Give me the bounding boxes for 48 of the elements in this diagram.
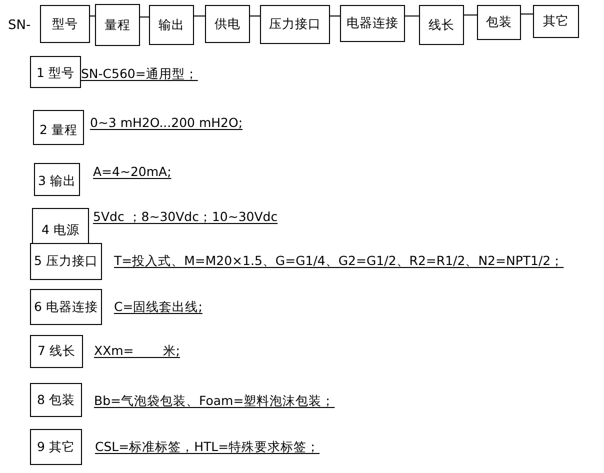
label-box <box>419 5 464 45</box>
option-text: XXm=__ __米; <box>94 342 180 360</box>
label-box <box>477 5 521 40</box>
prefix-text: SN- <box>8 17 31 35</box>
box-label: 线长 <box>428 16 454 34</box>
label-box <box>205 5 250 43</box>
box-label: 输出 <box>158 16 184 34</box>
connector-line <box>464 14 478 16</box>
option-text: C=固线套出线; <box>114 298 202 316</box>
option-text: 0~3 mH2O...200 mH2O; <box>90 114 243 132</box>
label-box <box>34 163 80 196</box>
option-text: 5Vdc ；8~30Vdc；10~30Vdc <box>93 208 278 226</box>
box-label: 4 电源 <box>42 221 80 240</box>
box-label: 压力接口 <box>269 15 321 34</box>
label-box <box>30 383 82 417</box>
box-label: 9 其它 <box>37 438 75 456</box>
label-box <box>30 429 82 465</box>
box-label: 1 型号 <box>36 64 74 82</box>
connector-line <box>140 16 150 18</box>
option-text: SN-C560=通用型； <box>81 65 198 83</box>
label-box <box>30 243 102 280</box>
box-label: 型号 <box>52 14 78 33</box>
option-text: Bb=气泡袋包装、Foam=塑料泡沫包装； <box>94 392 335 410</box>
label-box <box>30 56 81 88</box>
label-box <box>95 4 140 46</box>
box-label: 3 输出 <box>38 172 76 190</box>
label-box <box>30 335 83 368</box>
label-box <box>533 5 579 38</box>
label-box <box>33 110 84 145</box>
label-box <box>149 5 194 45</box>
box-label: 5 压力接口 <box>34 252 98 270</box>
option-text: T=投入式、M=M20×1.5、G=G1/4、G2=G1/2、R2=R1/2、N2=NPT1/2； <box>114 252 564 270</box>
option-text: CSL=标准标签，HTL=特殊要求标签； <box>95 438 320 456</box>
label-box <box>32 208 89 245</box>
box-label: 包装 <box>486 13 512 32</box>
box-label: 2 量程 <box>40 121 78 140</box>
box-label: 其它 <box>543 12 569 30</box>
box-label: 量程 <box>104 16 130 34</box>
label-box <box>30 289 102 325</box>
label-box <box>260 5 330 44</box>
box-label: 电器连接 <box>346 14 398 32</box>
label-box <box>40 5 90 43</box>
box-label: 7 线长 <box>38 342 76 360</box>
box-label: 供电 <box>214 14 240 33</box>
label-box <box>340 5 405 42</box>
box-label: 6 电器连接 <box>34 298 98 316</box>
option-text: A=4~20mA; <box>93 163 172 181</box>
box-label: 8 包装 <box>37 390 75 409</box>
